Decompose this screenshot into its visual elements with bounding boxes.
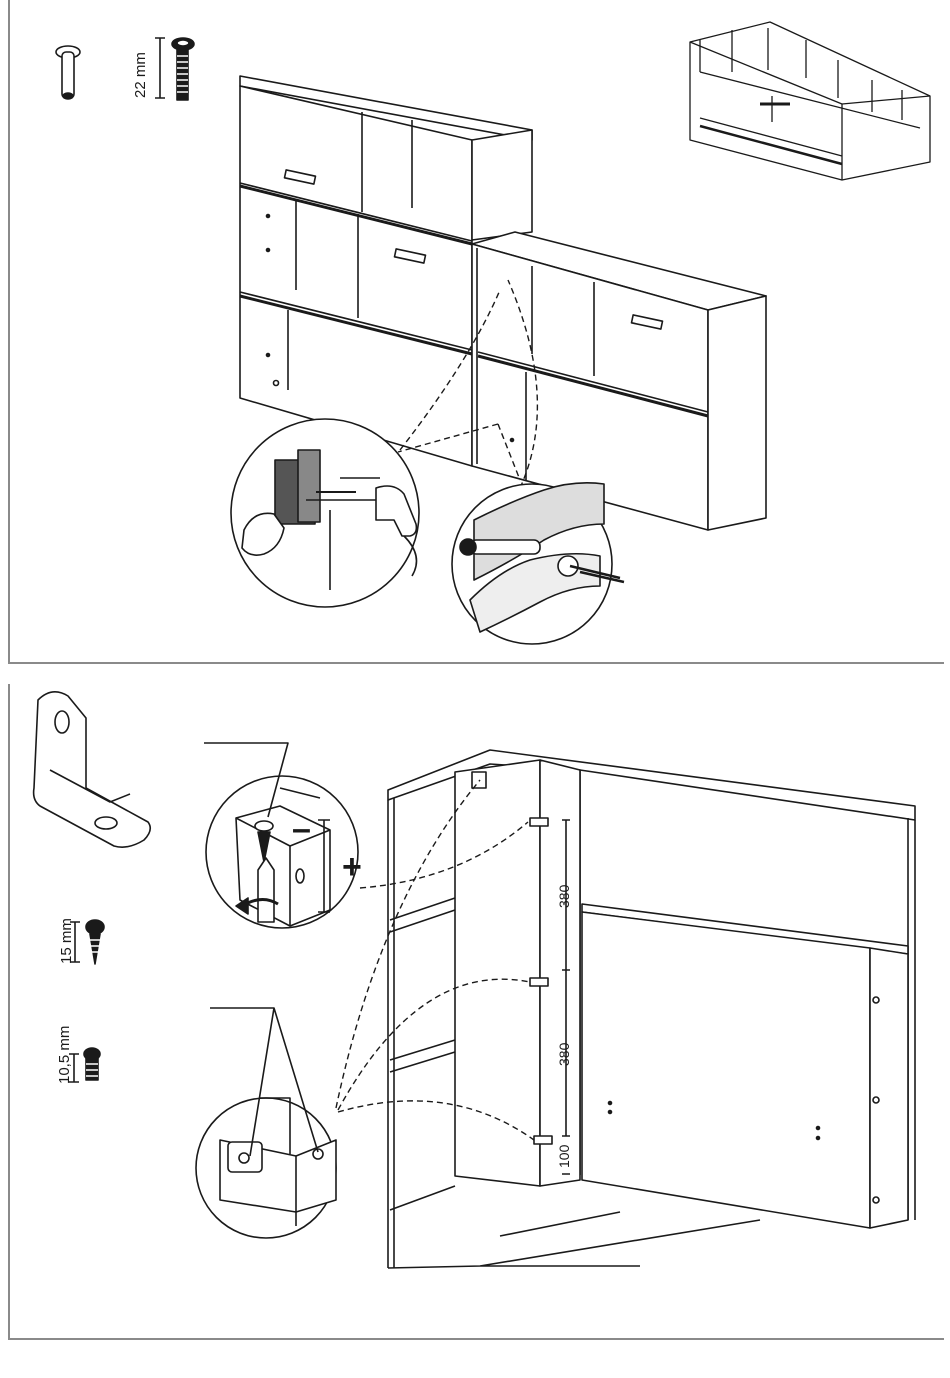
screw-15mm-icon <box>70 920 104 964</box>
screw-10-5mm-icon <box>69 1048 100 1082</box>
plus-symbol: + <box>342 850 362 884</box>
bracket-adjust-callout <box>204 743 358 928</box>
bracket-installed-callout <box>196 1008 336 1238</box>
corner-bracket-icon <box>34 692 151 847</box>
screw-22mm-icon <box>155 38 194 100</box>
drill-detail-callout <box>231 419 419 607</box>
screw-15mm-label: 15 mm <box>58 918 75 964</box>
dimension-label-middle: 380 <box>556 1043 572 1066</box>
connector-bolt-icon <box>56 46 80 99</box>
minus-symbol: – <box>292 812 311 846</box>
dimension-label-lower: 100 <box>556 1145 572 1168</box>
assembled-bed-thumbnail <box>690 22 930 180</box>
screw-10-5mm-label: 10,5 mm <box>56 1026 73 1084</box>
screw-22mm-label: 22 mm <box>132 52 149 98</box>
bed-frame-assembly <box>388 750 915 1268</box>
bolt-detail-callout <box>452 483 624 644</box>
dimension-label-upper: 380 <box>556 885 572 908</box>
